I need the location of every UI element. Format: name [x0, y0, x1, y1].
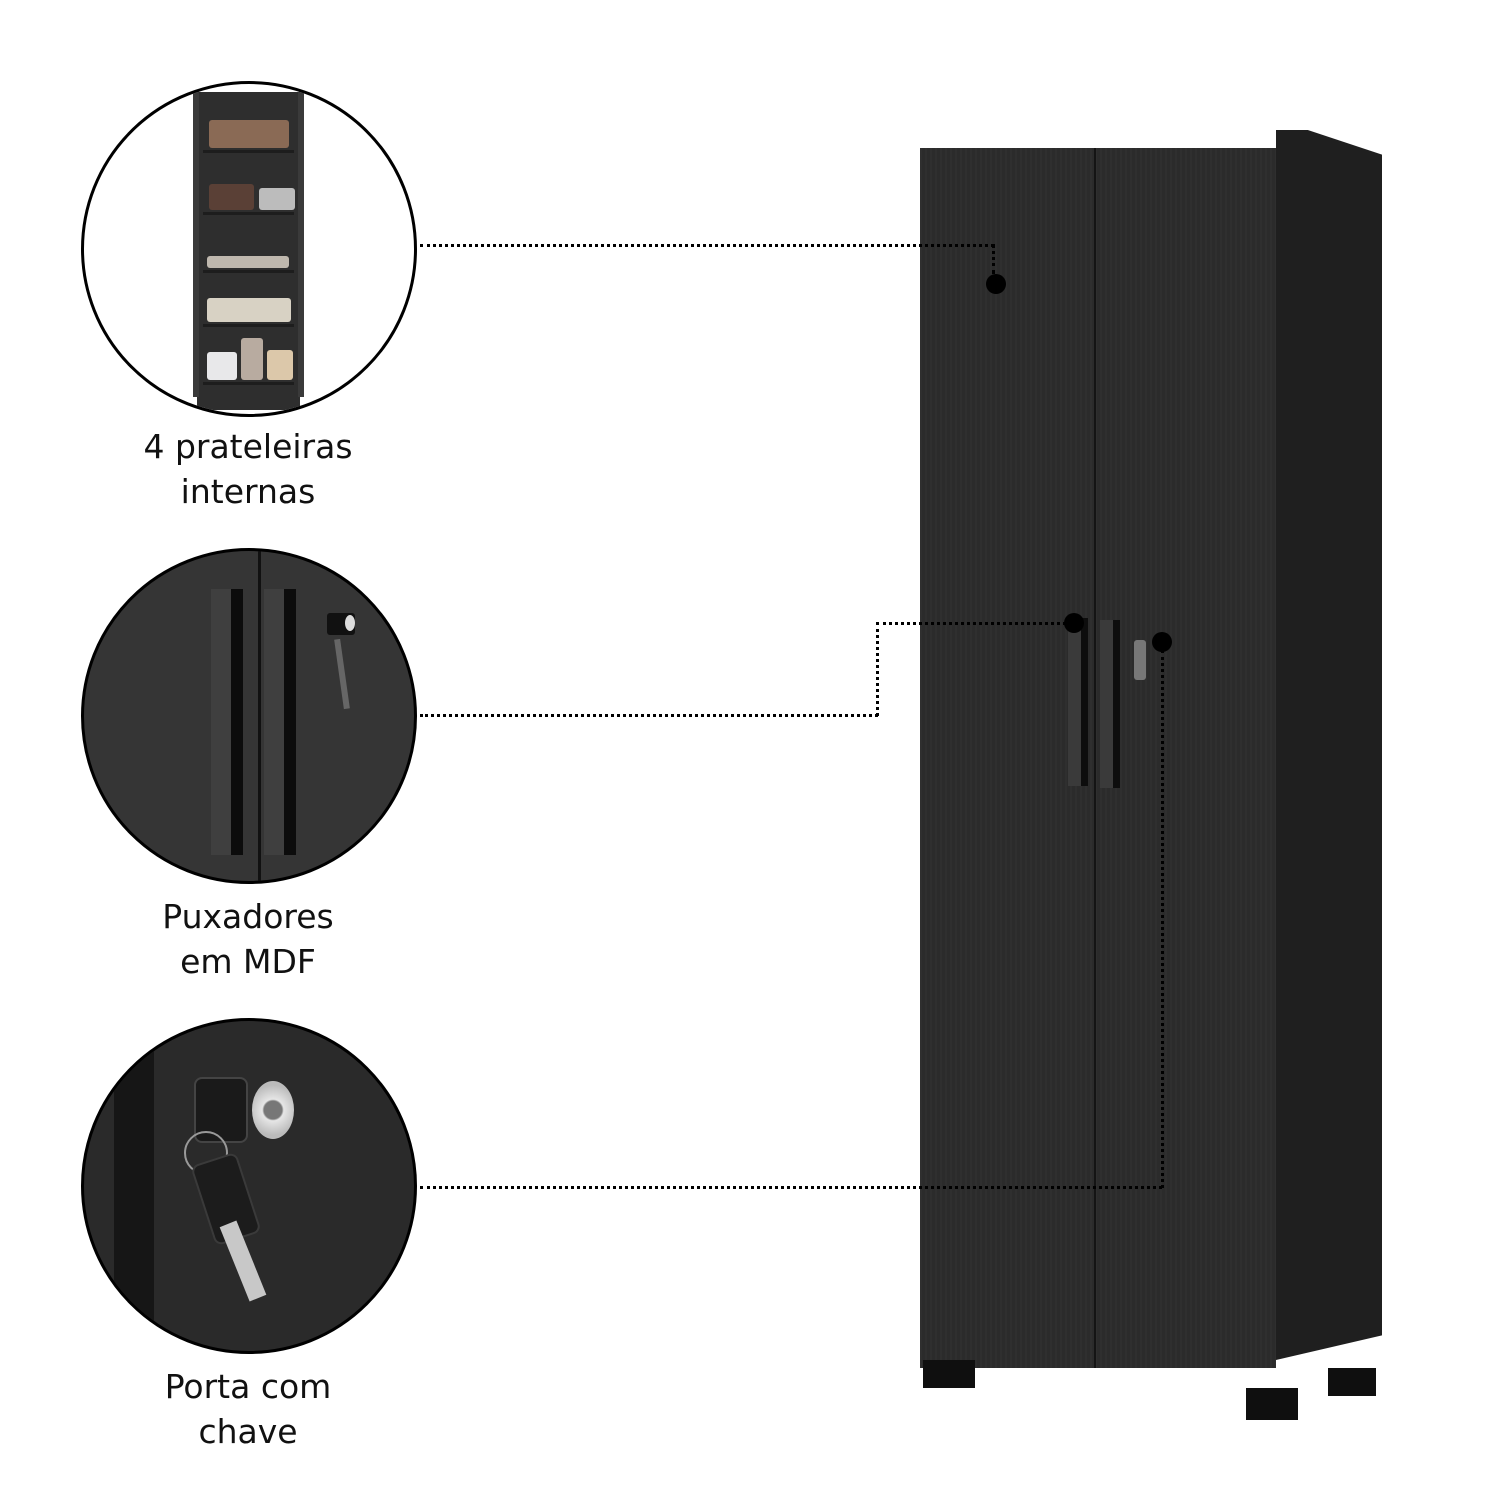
shoes-icon — [207, 298, 291, 322]
marker-dot-lock — [1152, 632, 1172, 652]
leader-line-shelves — [420, 244, 994, 247]
feature-label-handles: Puxadores em MDF — [162, 897, 334, 981]
feature-image-handles — [81, 548, 417, 884]
cabinet-foot — [923, 1360, 975, 1388]
key-icon — [327, 613, 355, 635]
iron-icon — [207, 352, 237, 380]
handbag-icon — [209, 184, 254, 210]
shoes-icon — [207, 256, 289, 268]
leader-line-handles — [876, 622, 879, 716]
box-icon — [259, 188, 295, 210]
box-icon — [267, 350, 293, 380]
cabinet-side — [1276, 130, 1382, 1360]
feature-label-lock: Porta com chave — [164, 1367, 332, 1451]
handle-left — [1068, 618, 1088, 786]
leader-line-lock — [1161, 650, 1164, 1188]
feature-label-shelves: 4 prateleiras internas — [143, 427, 353, 511]
door-split — [1094, 148, 1096, 1368]
leader-line-lock — [420, 1186, 1162, 1189]
feature-image-shelves — [81, 81, 417, 417]
lock-cylinder-icon — [252, 1081, 294, 1139]
marker-dot-shelves — [986, 274, 1006, 294]
leader-line-shelves — [992, 244, 995, 274]
cabinet-foot — [1328, 1368, 1376, 1396]
cabinet-front — [920, 148, 1276, 1368]
leader-line-handles — [876, 622, 1066, 625]
handle-icon — [264, 589, 296, 855]
handle-right — [1100, 620, 1120, 788]
boots-icon — [241, 338, 263, 380]
marker-dot-handles — [1064, 613, 1084, 633]
handle-icon — [211, 589, 243, 855]
leader-line-handles — [420, 714, 878, 717]
product-cabinet-image — [920, 130, 1382, 1420]
feature-image-lock — [81, 1018, 417, 1354]
key-icon — [1134, 640, 1146, 680]
bag-icon — [209, 120, 289, 148]
open-cabinet-icon — [193, 92, 304, 410]
cabinet-foot — [1246, 1388, 1298, 1420]
